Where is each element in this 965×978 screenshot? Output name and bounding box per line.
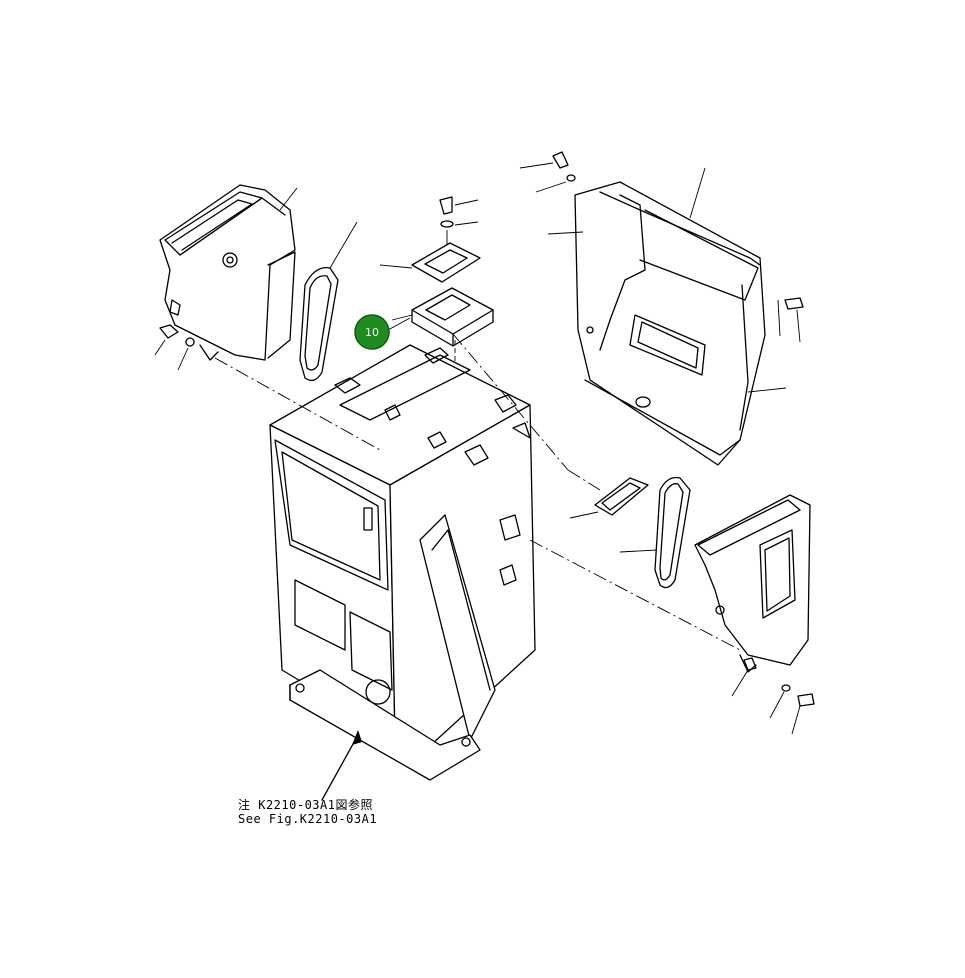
gasket-upper [379, 242, 481, 283]
left-bolt [154, 324, 195, 371]
right-seal [619, 476, 691, 589]
top-bolt [439, 196, 479, 245]
callout-10[interactable]: 10 [354, 314, 411, 350]
left-seal [299, 221, 358, 382]
main-frame [269, 344, 536, 781]
right-lower-duct [694, 494, 811, 673]
adapter-block [391, 287, 494, 347]
reference-arrow [321, 730, 362, 801]
left-upper-duct [159, 184, 298, 361]
reference-note-jp: 注 K2210-03A1図参照 [238, 798, 373, 812]
assembly-lines [214, 333, 741, 651]
right-upper-cover [547, 167, 787, 466]
reference-note: 注 K2210-03A1図参照 See Fig.K2210-03A1 [238, 798, 377, 826]
right-grille [569, 477, 649, 519]
callout-10-label: 10 [365, 326, 379, 339]
right-lower-bolts [731, 657, 815, 735]
right-upper-bolts [519, 151, 804, 343]
reference-note-en: See Fig.K2210-03A1 [238, 812, 378, 826]
